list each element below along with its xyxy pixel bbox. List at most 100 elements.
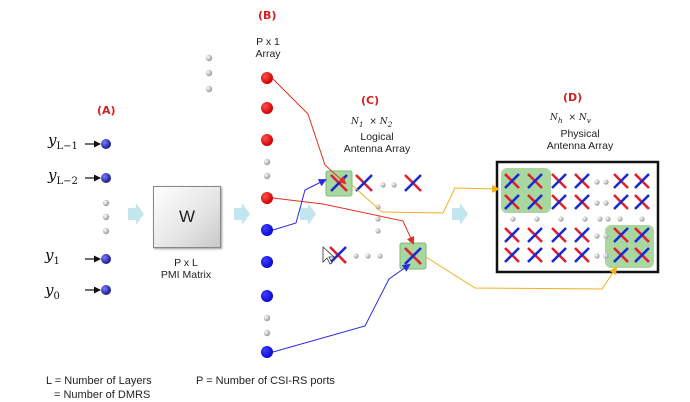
antenna-element-red-pol (634, 247, 650, 263)
flow-arrow (300, 203, 316, 225)
antenna-element-red-pol (613, 173, 629, 189)
antenna-element-red-pol (404, 247, 422, 265)
antenna-element-blue-pol (404, 174, 422, 192)
ellipsis-dot (102, 199, 110, 207)
antenna-element-red-pol (613, 247, 629, 263)
ellipsis-dot (582, 216, 588, 222)
ellipsis-dot (380, 182, 386, 188)
antenna-element-red-pol (504, 194, 520, 210)
flow-arrow (452, 203, 468, 225)
ellipsis-dot (639, 216, 645, 222)
port-to-logical-arrow-red-bottom (272, 197, 415, 245)
antenna-element-red-pol (551, 173, 567, 189)
ellipsis-dot (353, 253, 359, 259)
ellipsis-dot (603, 253, 609, 259)
antenna-element-blue-pol (634, 173, 650, 189)
layer-dot (101, 254, 111, 264)
antenna-element-blue-pol (613, 247, 629, 263)
layer-label-1: y1 (45, 246, 60, 267)
antenna-element-red-pol (551, 194, 567, 210)
physical-highlight-bottom (605, 225, 654, 268)
ellipsis-dot (605, 216, 611, 222)
antenna-element-blue-pol (613, 227, 629, 243)
ellipsis-dot (263, 158, 271, 166)
antenna-element-red-pol (504, 173, 520, 189)
antenna-element-red-pol (527, 194, 543, 210)
antenna-element-blue-pol (634, 194, 650, 210)
section-a-label: (A) (97, 104, 116, 117)
ellipsis-dot (263, 314, 271, 322)
port-to-logical-arrow-blue-top (272, 179, 327, 231)
ellipsis-dot (594, 253, 600, 259)
port-dot-red (261, 192, 273, 204)
ellipsis-dot (205, 85, 213, 93)
antenna-element-blue-pol (551, 173, 567, 189)
antenna-element-red-pol (355, 174, 373, 192)
antenna-element-blue-pol (634, 227, 650, 243)
antenna-element-red-pol (527, 227, 543, 243)
ellipsis-dot (375, 216, 381, 222)
layer-dot (101, 173, 111, 183)
ellipsis-dot (391, 182, 397, 188)
ellipsis-dot (365, 253, 371, 259)
section-b-label: (B) (258, 9, 277, 22)
physical-array-caption: Physical Antenna Array (546, 128, 614, 152)
ellipsis-dot (534, 216, 540, 222)
physical-highlight-top (501, 168, 551, 213)
layer-label-l-minus-2: yL−2 (48, 166, 78, 187)
legend-ports: P = Number of CSI-RS ports (196, 375, 335, 387)
ellipsis-dot (594, 179, 600, 185)
logical-to-physical-arrow-bottom (425, 256, 618, 290)
antenna-element-blue-pol (404, 247, 422, 265)
port-array-caption: P x 1 Array (255, 36, 281, 60)
ellipsis-dot (558, 216, 564, 222)
pmi-caption: P x L PMI Matrix (160, 257, 212, 281)
layer-label-l-minus-1: yL−1 (48, 131, 78, 152)
antenna-element-blue-pol (504, 247, 520, 263)
port-dot-blue (261, 290, 273, 302)
layer-dot (101, 285, 111, 295)
port-dot-red (261, 72, 273, 84)
layer-dot (101, 139, 111, 149)
logical-highlight-bottom (399, 242, 427, 270)
logical-highlight-top (325, 170, 353, 197)
antenna-element-blue-pol (634, 247, 650, 263)
antenna-element-red-pol (504, 227, 520, 243)
ellipsis-dot (597, 216, 603, 222)
antenna-element-blue-pol (504, 227, 520, 243)
flow-arrow (234, 203, 250, 225)
section-d-label: (D) (563, 91, 583, 104)
antenna-element-red-pol (613, 227, 629, 243)
antenna-element-blue-pol (527, 173, 543, 189)
ellipsis-dot (375, 228, 381, 234)
antenna-element-blue-pol (551, 247, 567, 263)
ellipsis-dot (205, 69, 213, 77)
ellipsis-dot (603, 200, 609, 206)
antenna-element-red-pol (404, 174, 422, 192)
port-to-logical-arrow-blue-bottom (272, 263, 411, 353)
logical-to-physical-arrow-top (351, 184, 500, 214)
antenna-element-red-pol (574, 227, 590, 243)
antenna-element-blue-pol (355, 174, 373, 192)
antenna-element-blue-pol (613, 173, 629, 189)
port-dot-blue (261, 256, 273, 268)
antenna-element-blue-pol (527, 247, 543, 263)
antenna-element-red-pol (551, 247, 567, 263)
pmi-matrix-box: W (153, 186, 221, 248)
antenna-element-red-pol (504, 247, 520, 263)
port-dot-blue (261, 346, 273, 358)
antenna-element-red-pol (574, 194, 590, 210)
antenna-element-blue-pol (329, 246, 347, 264)
antenna-element-red-pol (634, 227, 650, 243)
ellipsis-dot (263, 329, 271, 337)
ellipsis-dot (377, 253, 383, 259)
antenna-element-blue-pol (504, 173, 520, 189)
antenna-element-red-pol (329, 246, 347, 264)
antenna-element-red-pol (527, 173, 543, 189)
pmi-symbol: W (178, 207, 196, 226)
ellipsis-dot (617, 216, 623, 222)
antenna-element-blue-pol (551, 194, 567, 210)
ellipsis-dot (594, 233, 600, 239)
antenna-element-blue-pol (504, 194, 520, 210)
